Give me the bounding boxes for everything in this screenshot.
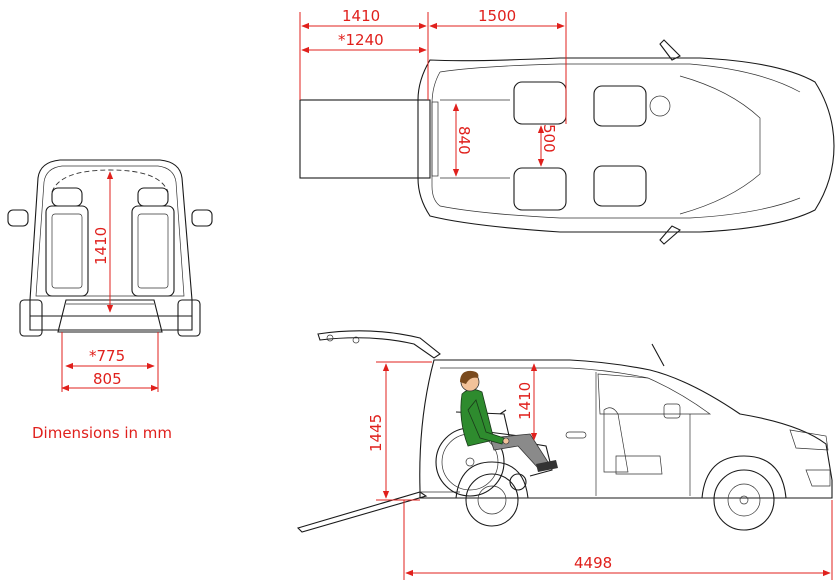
rear-interior-length-label: 1410 <box>92 227 110 265</box>
top-ramp-length-label: 1410 <box>342 7 380 25</box>
occupant-arm <box>467 399 505 445</box>
occupant-shoe <box>536 460 558 472</box>
occupant-hair <box>460 370 479 384</box>
rear-view: 1410 *775 805 <box>7 159 213 392</box>
top-floor-length-label: 1500 <box>478 7 516 25</box>
occupant-hand <box>502 437 510 445</box>
side-view: 1445 1410 4498 <box>296 330 833 580</box>
top-view: 1410 1500 *1240 840 500 <box>299 7 835 245</box>
top-ramp-length-alt-label: *1240 <box>338 31 384 49</box>
rear-width-outer-label: 805 <box>93 370 122 388</box>
side-total-length-label: 4498 <box>574 554 612 572</box>
top-aisle-width-label: 500 <box>540 124 558 153</box>
units-caption: Dimensions in mm <box>32 424 172 442</box>
top-ramp-width-label: 840 <box>455 126 473 155</box>
occupant-figure <box>460 370 558 472</box>
side-entry-height-label: 1445 <box>367 414 385 452</box>
rear-width-inner-label: *775 <box>89 347 125 365</box>
side-interior-height-label: 1410 <box>516 382 534 420</box>
